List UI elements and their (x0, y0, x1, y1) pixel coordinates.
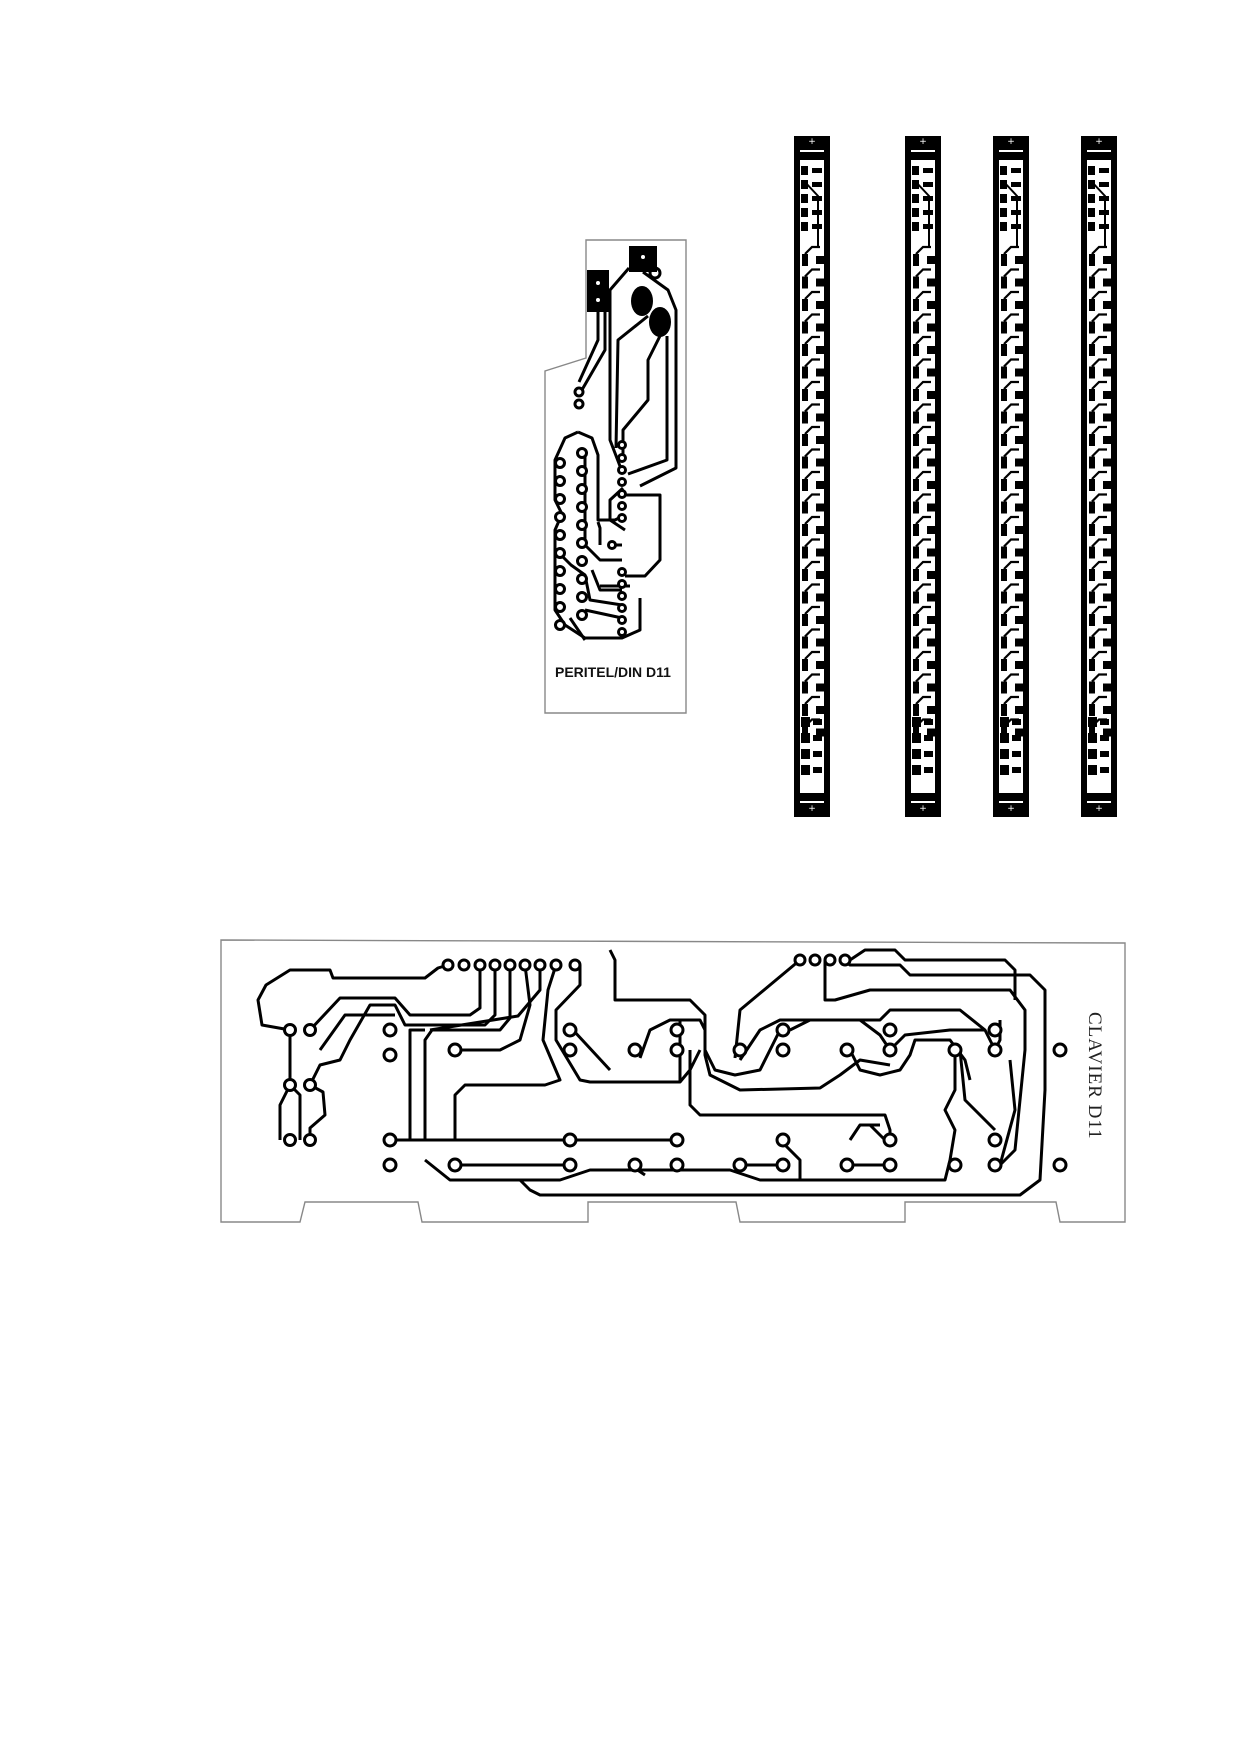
peritel-din-board: PERITEL/DIN D11 (544, 239, 687, 714)
clavier-board-outline (220, 939, 1126, 1223)
led-strip-board: ++ (1081, 136, 1117, 817)
connector-pad (649, 307, 671, 337)
led-strip-board: ++ (905, 136, 941, 817)
led-strip-board: ++ (794, 136, 830, 817)
strip-plus-terminal: + (808, 137, 816, 147)
clavier-traces (256, 948, 1047, 1197)
clavier-d11-board: CLAVIER D11 (220, 939, 1126, 1223)
led-strip-board: ++ (993, 136, 1029, 817)
clavier-board-label: CLAVIER D11 (1084, 1012, 1105, 1140)
strip-plus-terminal: + (1095, 804, 1103, 814)
strip-plus-terminal: + (1007, 804, 1015, 814)
peritel-board-label: PERITEL/DIN D11 (555, 664, 671, 680)
led-strip-boards: ++++++++ (794, 136, 1117, 817)
strip-plus-terminal: + (919, 804, 927, 814)
peritel-holes (554, 386, 627, 637)
connector-pad (631, 286, 653, 316)
clavier-holes (283, 953, 1068, 1173)
connector-pad (587, 270, 609, 312)
peritel-board-outline (544, 239, 687, 714)
strip-plus-terminal: + (1095, 137, 1103, 147)
strip-plus-terminal: + (919, 137, 927, 147)
strip-plus-terminal: + (1007, 137, 1015, 147)
strip-plus-terminal: + (808, 804, 816, 814)
